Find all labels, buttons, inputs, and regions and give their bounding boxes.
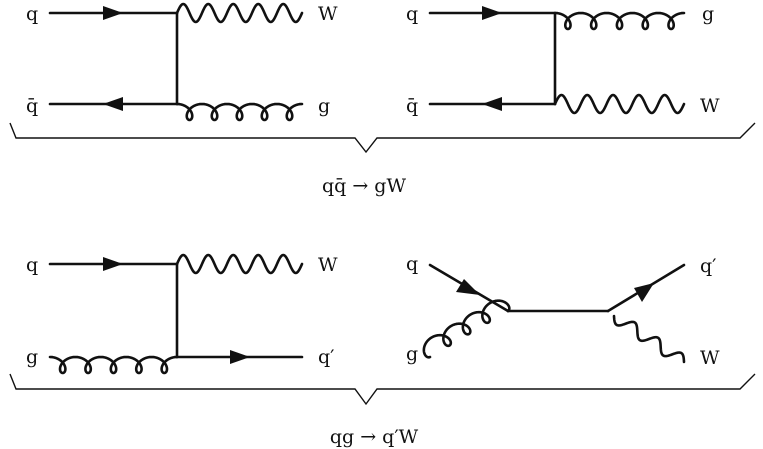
caption-top: qq̄ → gW xyxy=(322,175,406,197)
caption-bottom: qg → q′W xyxy=(330,426,419,448)
diagram-1: q q̄ W g xyxy=(26,2,338,122)
d1-label-out-bottom: g xyxy=(318,95,330,117)
d3-arrow-in xyxy=(103,257,123,271)
d1-label-in-bottom: q̄ xyxy=(26,95,38,117)
d3-label-out-bottom: q′ xyxy=(318,346,334,368)
d1-w-boson-wavy xyxy=(175,2,304,24)
d3-label-in-top: q xyxy=(26,254,38,276)
d2-w-boson-wavy xyxy=(553,93,686,115)
d1-arrow-in xyxy=(103,6,123,20)
diagram-2: q q̄ g W xyxy=(406,3,720,117)
d4-w-boson-wavy xyxy=(612,314,686,364)
d3-gluon-curly xyxy=(48,355,179,375)
d1-arrow-antiquark xyxy=(103,97,123,111)
d2-label-out-bottom: W xyxy=(700,95,720,117)
d1-label-out-top: W xyxy=(318,3,338,25)
d2-label-in-top: q xyxy=(406,3,418,25)
d4-label-in-top: q xyxy=(406,253,418,275)
d3-arrow-out xyxy=(230,350,250,364)
d1-gluon-curly xyxy=(175,102,304,122)
d2-arrow-in xyxy=(482,6,502,20)
diagram-3: q g W q′ xyxy=(26,253,338,375)
d2-arrow-antiquark xyxy=(482,97,502,111)
d4-label-out-bottom: W xyxy=(700,347,720,369)
d4-arrow-out xyxy=(634,283,654,302)
d4-gluon-curly xyxy=(422,299,511,359)
d3-label-out-top: W xyxy=(318,254,338,276)
d2-label-in-bottom: q̄ xyxy=(406,95,418,117)
d2-gluon-curly xyxy=(553,11,686,31)
d3-w-boson-wavy xyxy=(175,253,304,275)
diagram-4: q g q′ W xyxy=(406,253,720,369)
d3-label-in-bottom: g xyxy=(26,346,38,368)
d4-label-out-top: q′ xyxy=(700,255,716,277)
top-brace xyxy=(9,122,756,154)
bottom-brace xyxy=(9,373,756,406)
d4-label-in-bottom: g xyxy=(406,343,418,365)
d4-arrow-in xyxy=(456,279,480,295)
d1-label-in-top: q xyxy=(26,3,38,25)
d2-label-out-top: g xyxy=(702,3,714,25)
